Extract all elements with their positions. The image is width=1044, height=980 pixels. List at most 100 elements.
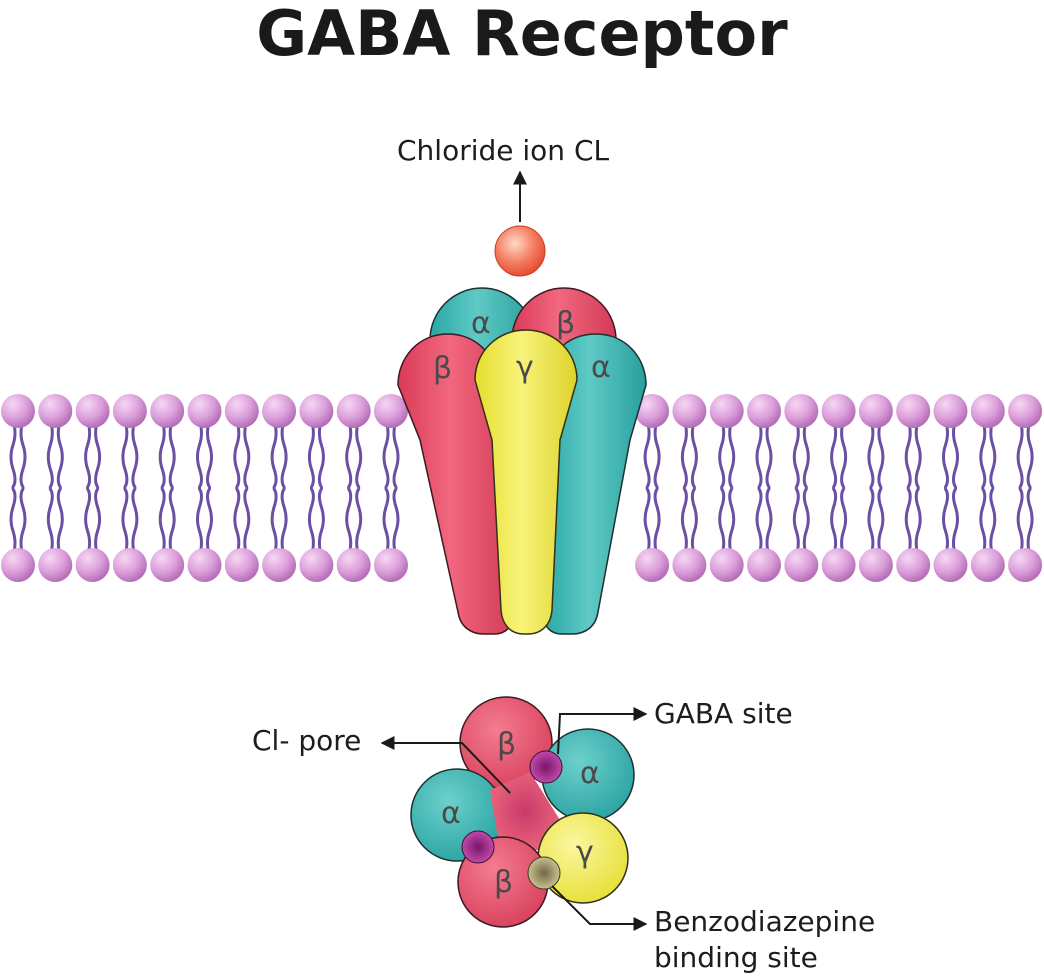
- lipid-tail: [765, 419, 773, 557]
- lipid-head: [896, 548, 931, 582]
- lipid-tail: [317, 419, 325, 557]
- lipid-tail: [952, 419, 959, 557]
- receptor-side-view: α β β γ α: [397, 287, 647, 635]
- benzodiazepine-label-line2: binding site: [654, 941, 818, 974]
- lipid-head: [672, 394, 707, 428]
- lipid-head: [187, 548, 222, 582]
- lipid-head: [374, 548, 408, 582]
- lipid-tail: [206, 419, 213, 557]
- lipid-head: [262, 548, 297, 582]
- lipid-head: [709, 548, 744, 582]
- lipid-head: [635, 548, 670, 582]
- lipid-tail: [196, 419, 203, 557]
- lipid-tail: [1016, 419, 1024, 557]
- lipid-head: [896, 394, 931, 428]
- lipid-tail: [840, 419, 848, 557]
- lipid-tail: [877, 419, 885, 557]
- lipid-head: [75, 394, 110, 428]
- lipid-head: [784, 548, 819, 582]
- cl-pore-leader: [380, 736, 511, 794]
- lipid-head: [709, 394, 744, 428]
- back-alpha-label: α: [471, 306, 491, 341]
- lipid-head: [38, 394, 73, 428]
- alpha-label: α: [591, 350, 611, 385]
- lipid-head: [336, 394, 371, 428]
- lipid-heads: [1, 394, 1043, 582]
- lipid-head: [747, 548, 781, 582]
- lipid-head: [224, 394, 259, 428]
- lipid-tail: [84, 419, 92, 557]
- beta-label: β: [433, 351, 452, 386]
- top-alpha-right-label: α: [580, 756, 600, 791]
- top-beta-lower-label: β: [494, 865, 513, 900]
- lipid-tail: [168, 419, 176, 557]
- lipid-head: [112, 548, 147, 582]
- lipid-tail: [94, 419, 102, 557]
- lipid-head: [150, 394, 185, 428]
- lipid-tail: [46, 419, 54, 557]
- lipid-head: [970, 394, 1005, 428]
- lipid-tail: [355, 419, 363, 557]
- gamma-subunit-column: [474, 329, 578, 635]
- top-alpha-left-label: α: [441, 796, 461, 831]
- lipid-tail: [131, 419, 139, 557]
- lipid-head: [112, 394, 147, 428]
- lipid-tail: [345, 419, 353, 557]
- gamma-label: γ: [516, 350, 534, 385]
- lipid-tail: [914, 419, 922, 557]
- lipid-tail: [1026, 419, 1034, 557]
- top-gamma-label: γ: [576, 835, 594, 870]
- lipid-tail: [830, 419, 838, 557]
- lipid-tail: [680, 419, 688, 557]
- lipid-head: [784, 394, 819, 428]
- lipid-head: [187, 394, 222, 428]
- lipid-tail: [233, 419, 241, 557]
- lipid-tail: [643, 419, 651, 557]
- lipid-head: [38, 548, 73, 582]
- lipid-head: [1008, 548, 1043, 582]
- lipid-head: [821, 394, 856, 428]
- lipid-tail: [989, 419, 997, 557]
- benzo-site-leader: [551, 885, 648, 931]
- lipid-tail: [19, 419, 27, 557]
- lipid-head: [299, 394, 334, 428]
- lipid-head: [1008, 394, 1043, 428]
- cl-pore-label: Cl- pore: [252, 724, 362, 757]
- lipid-head: [150, 548, 185, 582]
- lipid-tail: [382, 419, 390, 557]
- lipid-tail: [867, 419, 875, 557]
- lipid-tail: [280, 419, 288, 557]
- lipid-head: [1, 394, 35, 428]
- lipid-tail: [270, 419, 278, 557]
- lipid-head: [821, 548, 856, 582]
- receptor-top-view: β α α γ β: [410, 696, 635, 928]
- lipid-tail: [904, 419, 912, 557]
- lipid-tail: [718, 419, 726, 557]
- top-beta-upper-label: β: [497, 727, 516, 762]
- chloride-ion: [494, 225, 546, 277]
- lipid-tail: [653, 419, 661, 557]
- lipid-head: [299, 548, 334, 582]
- lipid-tail: [56, 419, 64, 557]
- lipid-tail: [392, 419, 400, 557]
- lipid-head: [336, 548, 371, 582]
- page-title: GABA Receptor: [256, 0, 788, 70]
- lipid-tails: [9, 419, 1034, 557]
- back-beta-label: β: [556, 306, 575, 341]
- chloride-ion-label: Chloride ion CL: [397, 134, 610, 167]
- lipid-tail: [979, 419, 987, 557]
- lipid-tail: [755, 419, 763, 557]
- lipid-head: [747, 394, 781, 428]
- gaba-site-lower: [461, 830, 495, 864]
- gaba-site-leader: [557, 707, 648, 755]
- gaba-site-label: GABA site: [654, 697, 793, 730]
- benzodiazepine-label-line1: Benzodiazepine: [654, 905, 876, 938]
- lipid-head: [672, 548, 707, 582]
- lipid-tail: [9, 419, 17, 557]
- lipid-head: [75, 548, 110, 582]
- lipid-tail: [728, 419, 736, 557]
- lipid-tail: [942, 419, 949, 557]
- lipid-head: [970, 548, 1005, 582]
- lipid-head: [858, 548, 893, 582]
- benzodiazepine-site: [527, 856, 561, 890]
